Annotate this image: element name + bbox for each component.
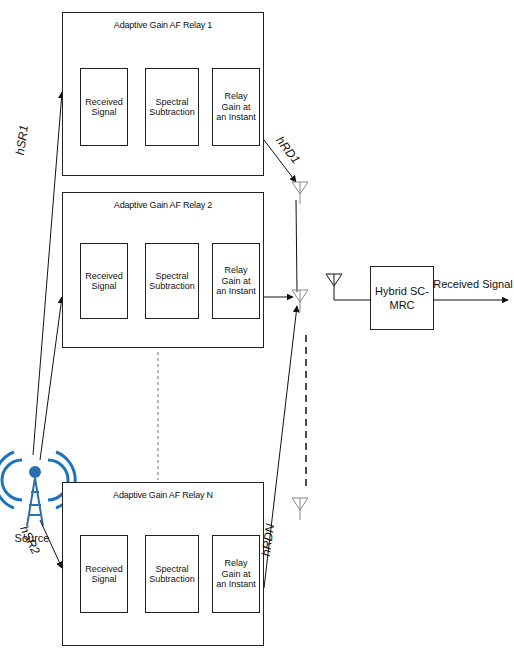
tower-mast bbox=[27, 467, 43, 526]
box-label: Received Signal bbox=[84, 271, 124, 292]
box-label: Received Signal bbox=[84, 97, 124, 118]
channel-label: hRDN bbox=[259, 523, 277, 557]
process-box: Spectral Subtraction bbox=[145, 535, 199, 613]
relay-box: Adaptive Gain AF Relay N Received Signal S… bbox=[62, 482, 264, 646]
process-box: Spectral Subtraction bbox=[145, 68, 199, 146]
source-link bbox=[40, 520, 62, 568]
channel-label: hSR1 bbox=[13, 124, 31, 156]
relay-link bbox=[296, 200, 297, 292]
relay-title: Adaptive Gain AF Relay 1 bbox=[63, 13, 263, 30]
antenna bbox=[292, 498, 308, 520]
box-label: Relay Gain at an Instant bbox=[216, 558, 256, 589]
process-box: Received Signal bbox=[80, 68, 128, 146]
box-label: Spectral Subtraction bbox=[149, 97, 195, 118]
process-box: Spectral Subtraction bbox=[145, 243, 199, 319]
antenna bbox=[292, 290, 308, 312]
dotted-separator bbox=[158, 352, 159, 480]
relay-box: Adaptive Gain AF Relay 1 Received Signal S… bbox=[62, 12, 264, 176]
combiner-box: Hybrid SC-MRC bbox=[370, 266, 434, 330]
destination-antenna bbox=[326, 274, 370, 300]
box-label: Received Signal bbox=[84, 564, 124, 585]
process-box: Received Signal bbox=[80, 243, 128, 319]
relay-title: Adaptive Gain AF Relay N bbox=[63, 483, 263, 500]
process-box: Relay Gain at an Instant bbox=[212, 68, 260, 146]
relay-box: Adaptive Gain AF Relay 2 Received Signal S… bbox=[62, 192, 264, 348]
source-link bbox=[40, 297, 62, 460]
antenna bbox=[292, 182, 308, 204]
box-label: Relay Gain at an Instant bbox=[216, 265, 256, 296]
output-label: Received Signal bbox=[433, 278, 513, 290]
relay-title: Adaptive Gain AF Relay 2 bbox=[63, 193, 263, 210]
dashed-separator bbox=[305, 335, 307, 490]
box-label: Spectral Subtraction bbox=[149, 564, 195, 585]
box-label: Hybrid SC-MRC bbox=[375, 284, 429, 313]
relay-link bbox=[264, 297, 293, 298]
source-link bbox=[33, 92, 62, 455]
source-label: Source bbox=[15, 532, 50, 544]
process-box: Received Signal bbox=[80, 535, 128, 613]
output-arrow bbox=[434, 300, 508, 301]
process-box: Relay Gain at an Instant bbox=[212, 243, 260, 319]
box-label: Spectral Subtraction bbox=[149, 271, 195, 292]
channel-label: hRD1 bbox=[273, 134, 303, 167]
box-label: Relay Gain at an Instant bbox=[216, 91, 256, 122]
process-box: Relay Gain at an Instant bbox=[212, 535, 260, 613]
